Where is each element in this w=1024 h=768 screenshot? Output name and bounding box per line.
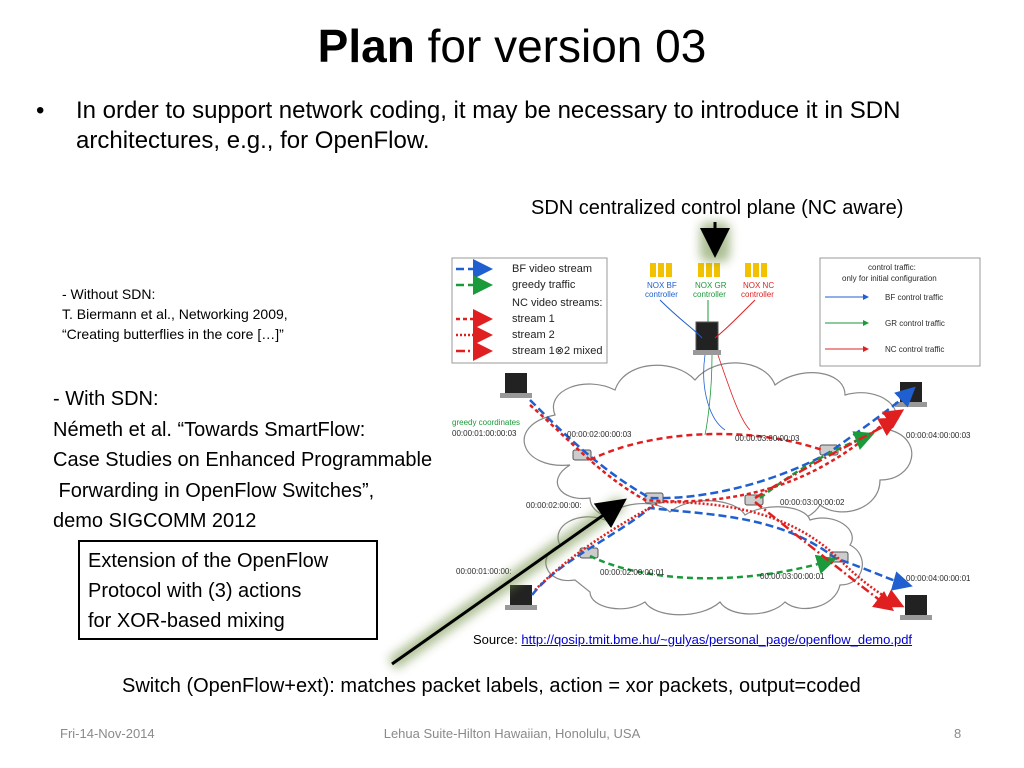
with-sdn-reference: - With SDN: Németh et al. “Towards Smart… <box>53 384 432 537</box>
control-legend-header-2: only for initial configuration <box>842 274 937 283</box>
mixed-stream-path <box>754 417 900 500</box>
without-sdn-line: - Without SDN: <box>62 286 156 302</box>
stream1-top-path <box>589 432 823 462</box>
legend-mixed-label: stream 1⊗2 mixed <box>512 345 603 357</box>
nox-bf-controller-icon <box>650 263 672 277</box>
legend-nc-header: NC video streams: <box>512 297 602 309</box>
address-label: 00:00:04:00:00:03 <box>906 431 971 440</box>
bullet-dot: • <box>36 97 45 124</box>
stream1-path <box>529 404 905 503</box>
switch-icon <box>744 494 764 506</box>
control-line <box>717 354 751 431</box>
controller-server-icon <box>693 321 721 355</box>
laptop-icon <box>895 382 927 407</box>
footer-page-number: 8 <box>954 726 962 741</box>
nox-gr-label-2: controller <box>693 290 726 299</box>
control-line <box>704 354 713 436</box>
nc-control-link <box>714 299 756 339</box>
extension-box: Extension of the OpenFlow Protocol with … <box>78 540 378 640</box>
address-label: 00:00:04:00:00:01 <box>906 574 971 583</box>
extension-line: Protocol with (3) actions <box>88 580 302 602</box>
address-label: 00:00:01:00:00:03 <box>452 429 517 438</box>
extension-line: Extension of the OpenFlow <box>88 550 329 572</box>
switch-caption: Switch (OpenFlow+ext): matches packet la… <box>122 675 861 697</box>
legend-bf-label: BF video stream <box>512 263 592 275</box>
nox-gr-controller-icon <box>698 263 720 277</box>
control-legend-header-1: control traffic: <box>868 263 916 272</box>
mixed-stream-path <box>754 501 894 612</box>
legend-box-right <box>819 257 981 367</box>
with-sdn-line: - With SDN: <box>53 388 159 410</box>
laptop-icon <box>500 373 532 398</box>
bf-control-link <box>659 299 703 339</box>
laptop-icon <box>900 595 932 620</box>
bf-video-path <box>529 386 916 500</box>
nox-gr-label-1: NOX GR <box>695 281 727 290</box>
legend-stream1-label: stream 1 <box>512 313 555 325</box>
greedy-path <box>759 431 875 499</box>
address-label: 00:00:03:00:00:01 <box>760 572 825 581</box>
legend-bf-control-label: BF control traffic <box>885 293 943 302</box>
without-sdn-line: “Creating butterflies in the core […]” <box>62 326 284 342</box>
laptop-icon <box>505 585 537 610</box>
address-label: 00:00:02:00:00: <box>526 501 582 510</box>
address-label: 00:00:02:00:00:03 <box>567 430 632 439</box>
nox-nc-controller-icon <box>745 263 767 277</box>
nox-nc-label-1: NOX NC <box>743 281 774 290</box>
network-diagram: BF video stream greedy traffic NC video … <box>451 257 981 620</box>
with-sdn-line: demo SIGCOMM 2012 <box>53 510 257 532</box>
greedy-path <box>589 554 837 580</box>
footer-venue: Lehua Suite-Hilton Hawaiian, Honolulu, U… <box>383 726 641 741</box>
control-plane-label: SDN centralized control plane (NC aware) <box>531 197 904 219</box>
greedy-coordinates-label: greedy coordinates <box>452 418 520 427</box>
with-sdn-line: Németh et al. “Towards SmartFlow: <box>53 418 366 441</box>
legend-stream2-label: stream 2 <box>512 329 555 341</box>
title-bold: Plan <box>317 20 415 72</box>
legend-nc-control-label: NC control traffic <box>885 345 944 354</box>
address-label: 00:00:03:00:00:02 <box>780 498 845 507</box>
slide-title: Plan for version 03 <box>0 18 1024 74</box>
title-rest: for version 03 <box>414 20 707 72</box>
extension-line: for XOR-based mixing <box>88 610 285 632</box>
nox-bf-label-2: controller <box>645 290 678 299</box>
without-sdn-reference: - Without SDN: T. Biermann et al., Netwo… <box>62 284 288 344</box>
address-label: 00:00:02:00:00:01 <box>600 568 665 577</box>
source-citation: Source: http://qosip.tmit.bme.hu/~gulyas… <box>473 632 912 647</box>
control-line <box>703 354 726 431</box>
legend-greedy-label: greedy traffic <box>512 279 576 291</box>
with-sdn-line: Forwarding in OpenFlow Switches”, <box>53 479 375 502</box>
address-label: 00:00:03:00:00:03 <box>735 434 800 443</box>
source-link[interactable]: http://qosip.tmit.bme.hu/~gulyas/persona… <box>521 632 913 647</box>
nox-bf-label-1: NOX BF <box>647 281 677 290</box>
bullet-text: In order to support network coding, it m… <box>76 97 901 154</box>
without-sdn-line: T. Biermann et al., Networking 2009, <box>62 306 288 322</box>
footer-date: Fri-14-Nov-2014 <box>60 726 155 741</box>
with-sdn-line: Case Studies on Enhanced Programmable <box>53 449 433 471</box>
legend-gr-control-label: GR control traffic <box>885 319 945 328</box>
source-prefix: Source: <box>473 632 522 647</box>
nox-nc-label-2: controller <box>741 290 774 299</box>
address-label: 00:00:01:00:00: <box>456 567 512 576</box>
